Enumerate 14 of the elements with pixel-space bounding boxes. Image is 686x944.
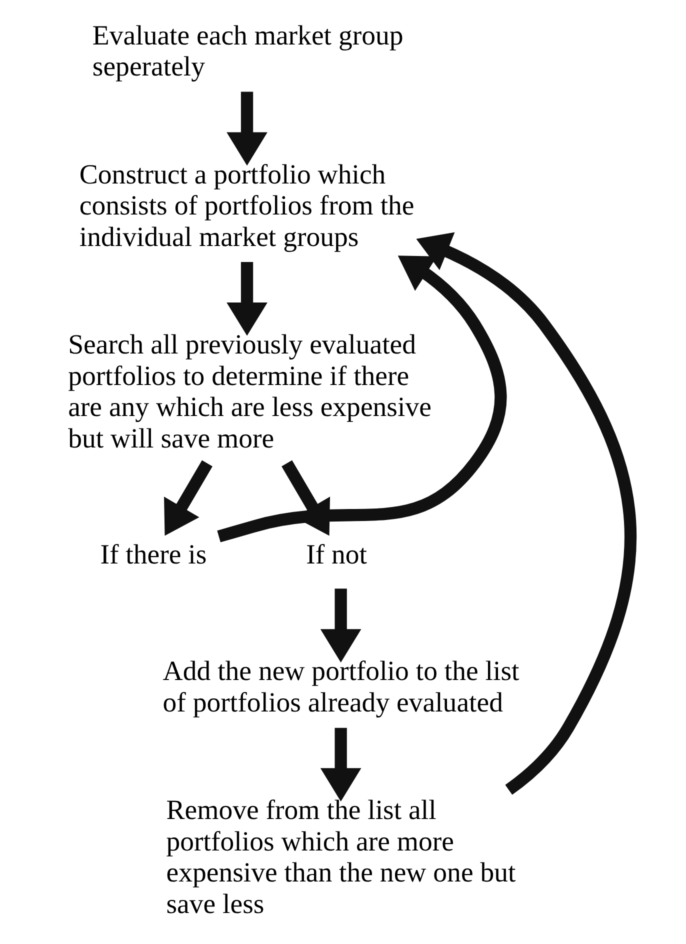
- arrow: [164, 460, 212, 536]
- arrow: [416, 232, 636, 795]
- node-text: Evaluate each market group seperately: [92, 20, 403, 83]
- node-text: Remove from the list all portfolios which are more expensive than the new one but save less: [166, 795, 516, 920]
- node-text: If not: [306, 540, 367, 571]
- node-text: Add the new portfolio to the list of portfolios already evaluated: [162, 656, 519, 718]
- arrow: [226, 92, 267, 166]
- node-text: If there is: [100, 540, 206, 571]
- arrow: [216, 256, 506, 542]
- arrow: [320, 588, 361, 663]
- node-text: Search all previously evaluated portfolios to determine if there are any which are less expensive but will save more: [68, 330, 431, 454]
- arrow: [320, 728, 361, 802]
- arrow: [226, 262, 267, 336]
- node-text: Construct a portfolio which consists of portfolios from the individual market groups: [78, 159, 414, 253]
